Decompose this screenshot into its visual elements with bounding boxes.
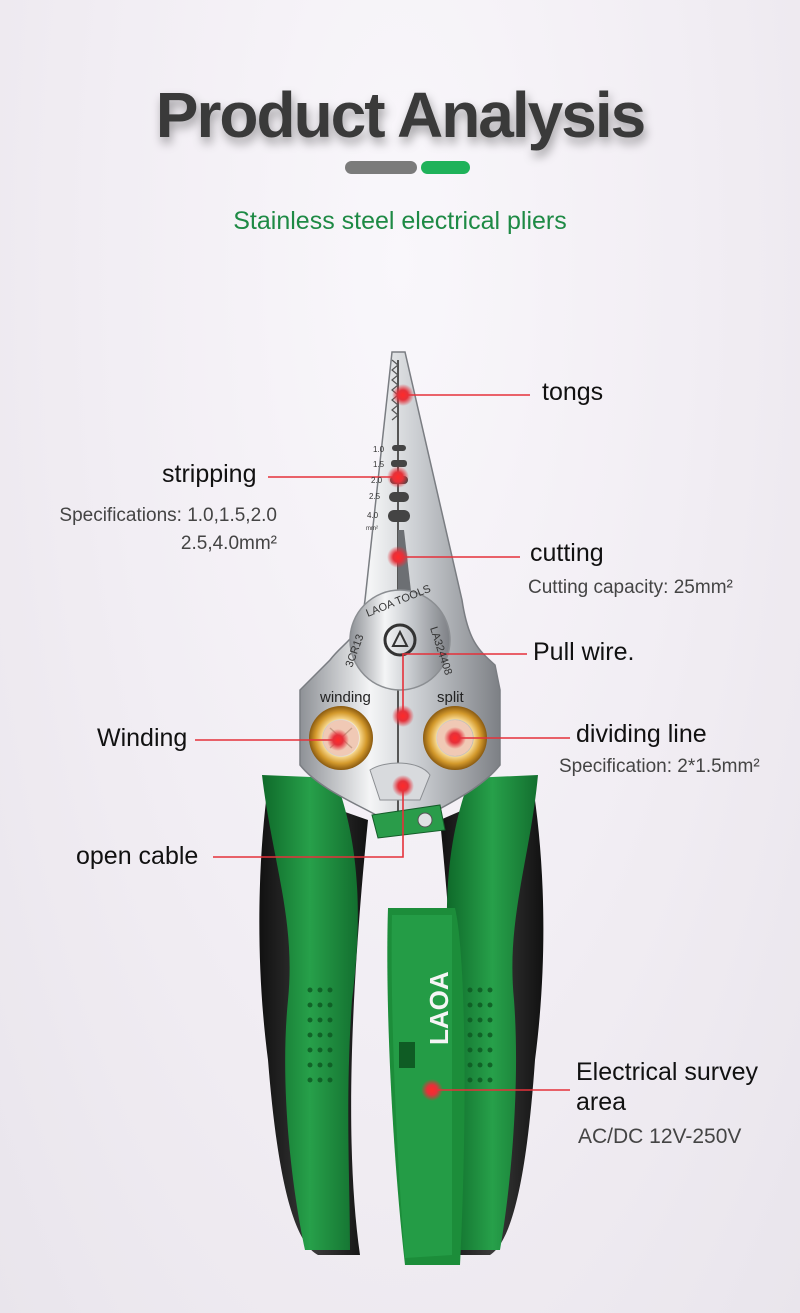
strip-mark-3: 2.0 (371, 476, 383, 485)
right-handle (446, 775, 538, 1250)
hole-left-label: winding (319, 689, 371, 706)
strip-mark-2: 1.5 (373, 460, 385, 469)
callout-cutting: cutting (530, 539, 604, 567)
hole-right-label: split (437, 689, 465, 706)
callout-survey-line1: Electrical survey (576, 1058, 758, 1086)
callout-open-cable: open cable (76, 842, 199, 870)
survey-spec: AC/DC 12V-250V (578, 1125, 742, 1148)
callout-tongs: tongs (542, 378, 604, 406)
title-underline-gray (345, 161, 417, 174)
pivot-disc (349, 589, 451, 691)
strip-mark-1: 1.0 (373, 445, 385, 454)
dividing-line-spec: Specification: 2*1.5mm² (559, 756, 760, 777)
stripping-spec-2: 2.5,4.0mm² (180, 533, 277, 554)
callout-dots (327, 384, 466, 1101)
strip-mark-unit: mm² (366, 526, 378, 532)
stripping-spec-1: Specifications: 1.0,1.5,2.0 (59, 505, 277, 526)
page-title: Product Analysis (155, 79, 646, 151)
brand-logo: LAOA (424, 971, 454, 1045)
page-subtitle: Stainless steel electrical pliers (233, 207, 567, 235)
callout-pull-wire: Pull wire. (533, 638, 635, 666)
cutting-spec: Cutting capacity: 25mm² (528, 577, 733, 598)
callout-winding: Winding (97, 724, 188, 752)
strip-mark-5: 4.0 (367, 511, 379, 520)
callout-dividing-line: dividing line (576, 720, 707, 748)
left-handle (262, 775, 358, 1250)
left-grip-dots (307, 987, 333, 1083)
callout-survey-line2: area (576, 1088, 627, 1116)
callout-lines (195, 394, 570, 1091)
right-grip-dots (467, 987, 493, 1083)
title-underline-green (421, 161, 470, 174)
callout-stripping: stripping (162, 460, 257, 488)
strip-mark-4: 2.5 (369, 492, 381, 501)
